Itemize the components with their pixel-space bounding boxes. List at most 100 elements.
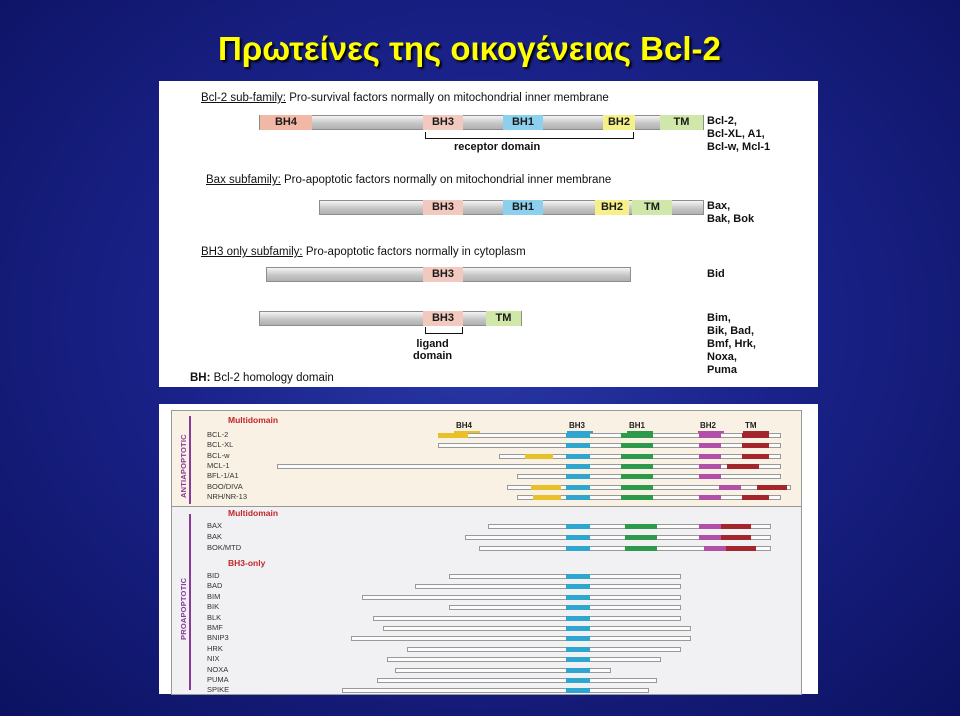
anti-domain-segment-bfl-1-a1-1 [621, 474, 653, 480]
proapoptotic-side-label: PROAPOPTOTIC [179, 577, 188, 640]
anti-protein-bar-mcl-1 [277, 463, 781, 469]
anti-row-label-bcl-w: BCL-w [207, 450, 230, 460]
pro-row-label-bak: BAK [207, 531, 223, 541]
bh3-protein-bar-bad [415, 584, 681, 590]
footnote-abbr: BH: [190, 372, 211, 384]
bh3-row-label-bnip3: BNIP3 [207, 633, 229, 643]
bh3-row-label-hrk: HRK [207, 643, 223, 653]
pro-domain-segment-bok-mtd-3 [726, 545, 756, 551]
bh3-protein-bar-bmf [383, 626, 691, 631]
anti-row-label-boo-diva: BOO/DIVA [207, 481, 243, 491]
pro-multidomain-label: Multidomain [228, 508, 279, 518]
antiapoptotic-side-label: ANTIAPOPTOTIC [179, 434, 188, 498]
bh3-row-label-bik: BIK [207, 602, 220, 612]
bax-tm-domain: TM [632, 200, 672, 215]
bh3-row-label-bim: BIM [207, 591, 221, 601]
bcl2-protein-bar: BH4 BH3 BH1 BH2 TM [259, 115, 704, 130]
pro-row-label-bax: BAX [207, 521, 223, 530]
bcl2-bh1-domain: BH1 [503, 115, 543, 130]
anti-domain-segment-bcl-2-0 [438, 433, 468, 438]
anti-row-label-bcl-2: BCL-2 [207, 430, 229, 439]
bcl2-bh4-domain: BH4 [260, 115, 312, 130]
anti-domain-segment-bfl-1-a1-0 [566, 474, 590, 480]
bh3-protein-bar-hrk [407, 646, 681, 652]
anti-domain-segment-mcl-1-3 [727, 463, 759, 469]
bim-bh3-domain: BH3 [423, 311, 463, 326]
domain-structure-figure: Bcl-2 sub-family: Pro-survival factors n… [159, 81, 818, 387]
bcl2-subfamily-description: Pro-survival factors normally on mitocho… [286, 92, 609, 104]
bax-bh3-domain: BH3 [423, 200, 463, 215]
anti-domain-segment-nrh-nr-13-4 [742, 494, 769, 500]
footnote-text: Bcl-2 homology domain [210, 372, 334, 384]
bh3-domain-segment-bid-0 [566, 574, 590, 579]
anti-domain-segment-bcl-w-4 [742, 453, 769, 459]
column-header-bh2-marker [698, 431, 724, 433]
pro-domain-segment-bak-1 [625, 534, 657, 540]
anti-domain-segment-bcl-2-4 [742, 433, 769, 438]
anti-multidomain-label: Multidomain [228, 415, 279, 425]
bh3-domain-segment-bmf-0 [566, 626, 590, 631]
bh3-protein-bar-bim [362, 594, 681, 600]
anti-domain-segment-boo-diva-1 [566, 484, 590, 490]
anti-protein-bar-bcl-2 [438, 433, 781, 438]
column-header-bh3: BH3 [569, 421, 586, 430]
anti-domain-segment-bcl-2-1 [566, 433, 590, 438]
bh3-domain-segment-nix-0 [566, 657, 590, 663]
bh3-row-label-blk: BLK [207, 612, 222, 622]
anti-row-label-bfl-1-a1: BFL-1/A1 [207, 471, 239, 481]
bh3-domain-segment-bik-0 [566, 605, 590, 611]
bh3-domain-segment-bim-0 [566, 594, 590, 600]
anti-domain-segment-bcl-xl-2 [699, 443, 721, 449]
bh3-only-members: Bim, Bik, Bad, Bmf, Hrk, Noxa, Puma [707, 312, 756, 376]
bh3-protein-bar-bid [449, 574, 681, 579]
pro-domain-segment-bak-2 [699, 534, 721, 540]
anti-domain-segment-bcl-2-3 [699, 433, 721, 438]
pro-domain-segment-bax-3 [721, 524, 751, 529]
bh-footnote: BH: Bcl-2 homology domain [190, 372, 334, 384]
slide-title: Πρωτείνες της οικογένειας Bcl-2 [218, 30, 721, 67]
column-header-tm: TM [745, 421, 757, 430]
anti-domain-segment-mcl-1-1 [621, 463, 653, 469]
anti-row-label-mcl-1: MCL-1 [207, 460, 230, 470]
proapoptotic-divider [189, 514, 191, 690]
bh3-domain-segment-hrk-0 [566, 646, 590, 652]
anti-row-label-bcl-xl: BCL-XL [207, 440, 234, 450]
bh3-row-label-bmf: BMF [207, 623, 223, 632]
anti-domain-segment-bcl-xl-0 [566, 443, 590, 449]
bax-subfamily-name: Bax subfamily: [206, 174, 281, 186]
bh3-row-label-bid: BID [207, 571, 220, 580]
antiapoptotic-divider [189, 416, 191, 504]
family-members-figure: ANTIAPOPTOTIC PROAPOPTOTIC Multidomain M… [159, 404, 818, 695]
bh3-protein-bar-bik [449, 605, 681, 611]
bh3-protein-bar-bnip3 [351, 636, 691, 642]
bcl2-subfamily-name: Bcl-2 sub-family: [201, 92, 286, 104]
bid-protein-bar: BH3 [266, 267, 631, 282]
anti-domain-segment-nrh-nr-13-1 [566, 494, 590, 500]
bim-protein-bar: BH3 TM [259, 311, 522, 326]
anti-domain-segment-bcl-w-0 [525, 453, 553, 459]
bid-bh3-domain: BH3 [423, 267, 463, 282]
bh3-row-label-noxa: NOXA [207, 664, 229, 674]
bh3-protein-bar-nix [387, 657, 661, 663]
bcl2-bh3-domain: BH3 [423, 115, 463, 130]
bh3-only-group-label: BH3-only [228, 558, 266, 568]
anti-domain-segment-nrh-nr-13-3 [699, 494, 721, 500]
anti-domain-segment-bcl-w-2 [621, 453, 653, 459]
bcl2-bh2-domain: BH2 [603, 115, 635, 130]
receptor-domain-bracket [425, 132, 634, 139]
anti-domain-segment-bcl-xl-3 [742, 443, 769, 449]
antiapoptotic-group [171, 410, 802, 510]
bh3-protein-bar-puma [377, 678, 657, 683]
pro-domain-segment-bok-mtd-2 [704, 545, 726, 551]
column-header-bh1: BH1 [629, 421, 646, 430]
bh3-domain-segment-blk-0 [566, 615, 590, 621]
bcl2-subfamily-heading: Bcl-2 sub-family: Pro-survival factors n… [201, 92, 609, 104]
pro-row-label-bok-mtd: BOK/MTD [207, 542, 242, 552]
column-header-bh4: BH4 [456, 421, 473, 430]
pro-protein-bar-bak [465, 534, 771, 540]
bh3-row-label-nix: NIX [207, 654, 220, 664]
bh3-row-label-bad: BAD [207, 581, 223, 591]
bax-bh2-domain: BH2 [595, 200, 629, 215]
bh3-protein-bar-noxa [395, 667, 611, 673]
column-header-bh1-marker [627, 431, 653, 433]
